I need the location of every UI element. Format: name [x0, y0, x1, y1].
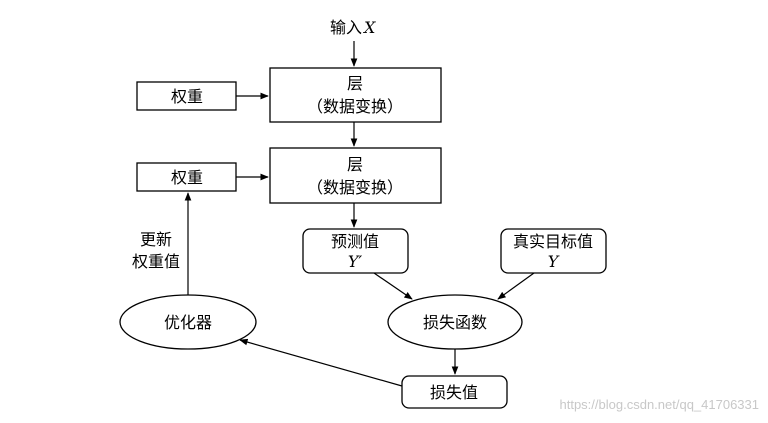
target-var: Y	[548, 252, 560, 271]
target-label: 真实目标值	[513, 232, 593, 251]
prediction-var: Y′	[348, 252, 363, 271]
weights-1-box	[136, 81, 237, 111]
prediction-to-loss-arrow	[373, 272, 413, 300]
loss-value-to-optimizer-arrow	[239, 338, 403, 387]
layer-2-title: 层	[347, 155, 363, 174]
layer-1-subtitle: （数据变换）	[307, 97, 403, 116]
weights-2-label: 权重	[171, 168, 203, 187]
watermark: https://blog.csdn.net/qq_41706331	[560, 397, 760, 412]
layer-2-box	[269, 147, 442, 204]
weights-1-label: 权重	[171, 87, 203, 106]
optimizer-label: 优化器	[164, 313, 212, 332]
prediction-box	[302, 228, 409, 274]
prediction-label: 预测值	[331, 232, 379, 251]
loss-value-label: 损失值	[430, 383, 478, 402]
weights-2-box	[136, 162, 237, 192]
loss-value-box	[401, 375, 508, 409]
layer-1-title: 层	[347, 74, 363, 93]
layer-1-box	[269, 67, 442, 123]
loss-function-label: 损失函数	[423, 313, 487, 332]
target-to-loss-arrow	[497, 272, 535, 300]
update-weights-label-line2: 权重值	[132, 252, 180, 271]
target-box	[500, 228, 607, 274]
update-weights-label-line1: 更新	[140, 230, 172, 249]
layer-2-subtitle: （数据变换）	[307, 178, 403, 197]
